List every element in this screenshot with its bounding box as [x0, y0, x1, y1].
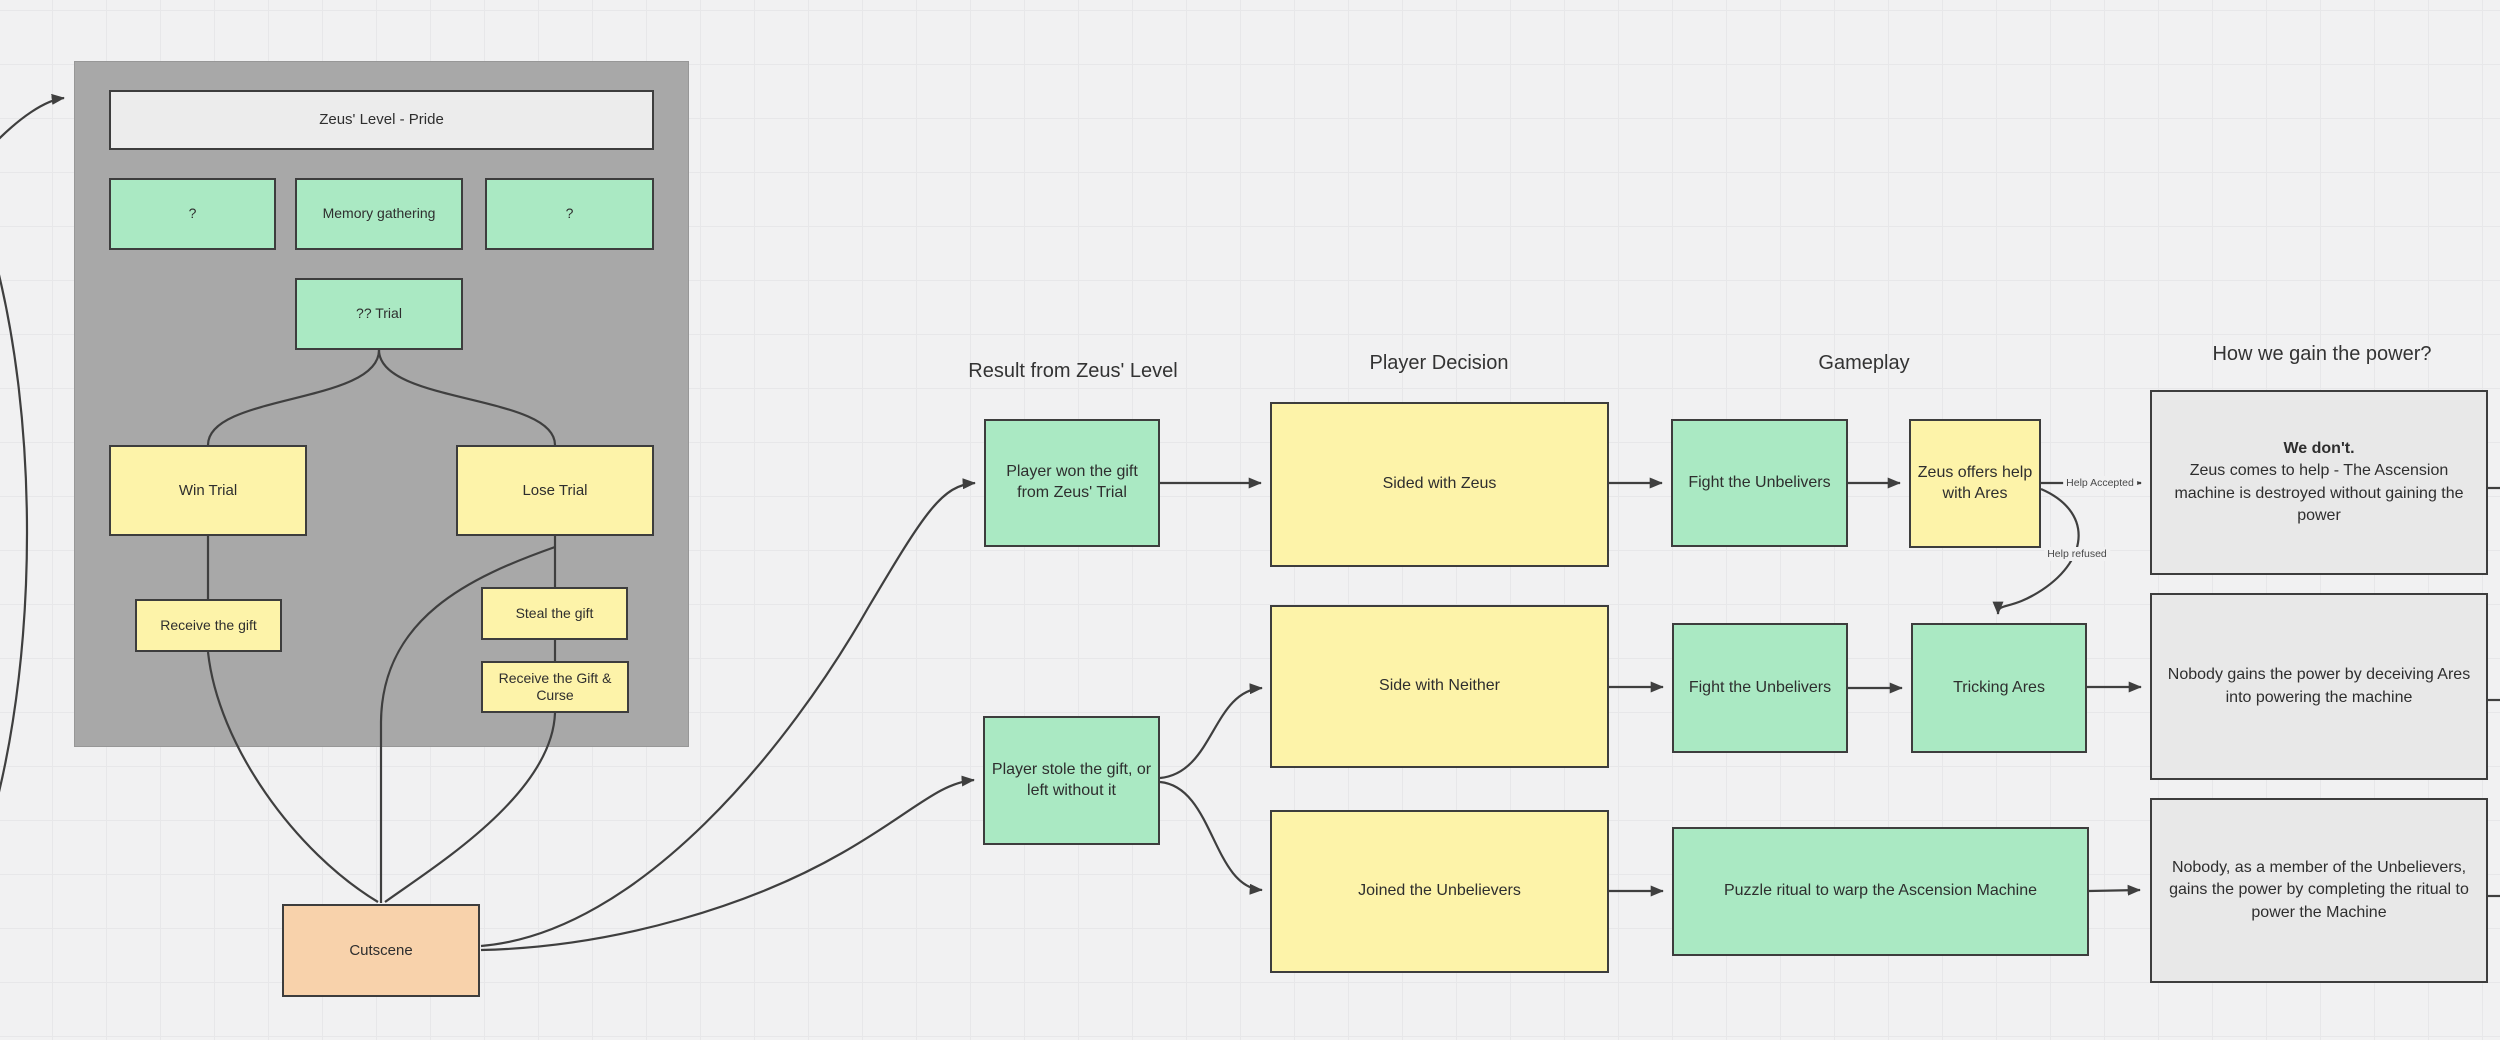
edge-label-help-refused[interactable]: Help refused — [2044, 547, 2110, 561]
node-steal-gift[interactable]: Steal the gift — [481, 587, 628, 640]
edge-cutscene-to-player-stole[interactable] — [480, 775, 975, 952]
node-outcome-ritual[interactable]: Nobody, as a member of the Unbelievers, … — [2150, 798, 2488, 983]
node-cutscene[interactable]: Cutscene — [282, 904, 480, 997]
node-fight-unbelievers-2[interactable]: Fight the Unbelivers — [1672, 623, 1848, 753]
edge-stole-to-neither[interactable] — [1159, 683, 1263, 780]
edge-trial-to-lose[interactable] — [377, 349, 557, 446]
node-memory-gathering[interactable]: Memory gathering — [295, 178, 463, 250]
column-header-gameplay[interactable]: Gameplay — [1818, 352, 1910, 374]
column-header-player-decision[interactable]: Player Decision — [1369, 352, 1509, 374]
node-receive-gift-curse[interactable]: Receive the Gift & Curse — [481, 661, 629, 713]
node-zeus-level-title[interactable]: Zeus' Level - Pride — [109, 90, 654, 150]
node-player-won[interactable]: Player won the gift from Zeus' Trial — [984, 419, 1160, 547]
outcome-title: We don't. — [2283, 440, 2355, 458]
edge-left-loop[interactable] — [0, 255, 29, 812]
node-receive-gift[interactable]: Receive the gift — [135, 599, 282, 652]
edge-stole-to-joined[interactable] — [1159, 780, 1263, 895]
node-zeus-offers-help[interactable]: Zeus offers help with Ares — [1909, 419, 2041, 548]
node-puzzle-ritual[interactable]: Puzzle ritual to warp the Ascension Mach… — [1672, 827, 2089, 956]
node-joined-unbelievers[interactable]: Joined the Unbelievers — [1270, 810, 1609, 973]
node-side-with-neither[interactable]: Side with Neither — [1270, 605, 1609, 768]
edge-puzzle-to-outcome3[interactable] — [2088, 884, 2141, 896]
node-fight-unbelievers-1[interactable]: Fight the Unbelivers — [1671, 419, 1848, 547]
edge-help-refused[interactable] — [1992, 487, 2080, 615]
node-win-trial[interactable]: Win Trial — [109, 445, 307, 536]
node-unknown-1[interactable]: ? — [109, 178, 276, 250]
node-sided-with-zeus[interactable]: Sided with Zeus — [1270, 402, 1609, 567]
edge-receive-to-cutscene[interactable] — [206, 651, 379, 903]
node-outcome-deceive-ares[interactable]: Nobody gains the power by deceiving Ares… — [2150, 593, 2488, 780]
edge-cutscene-to-player-won[interactable] — [480, 478, 976, 948]
node-unknown-2[interactable]: ? — [485, 178, 654, 250]
node-outcome-zeus-helps[interactable]: We don't. Zeus comes to help - The Ascen… — [2150, 390, 2488, 575]
node-trial[interactable]: ?? Trial — [295, 278, 463, 350]
edge-curse-to-cutscene[interactable] — [384, 712, 557, 903]
edge-label-help-accepted[interactable]: Help Accepted — [2063, 476, 2137, 490]
edge-lose-branch-to-cutscene[interactable] — [379, 545, 556, 903]
edge-trial-to-win[interactable] — [206, 349, 381, 446]
outcome-body: Zeus comes to help - The Ascension machi… — [2174, 462, 2464, 524]
node-player-stole[interactable]: Player stole the gift, or left without i… — [983, 716, 1160, 845]
node-lose-trial[interactable]: Lose Trial — [456, 445, 654, 536]
edge-offcanvas-to-zeus-level[interactable] — [0, 93, 65, 150]
column-header-result[interactable]: Result from Zeus' Level — [968, 360, 1178, 382]
column-header-power[interactable]: How we gain the power? — [2212, 343, 2432, 365]
node-tricking-ares[interactable]: Tricking Ares — [1911, 623, 2087, 753]
